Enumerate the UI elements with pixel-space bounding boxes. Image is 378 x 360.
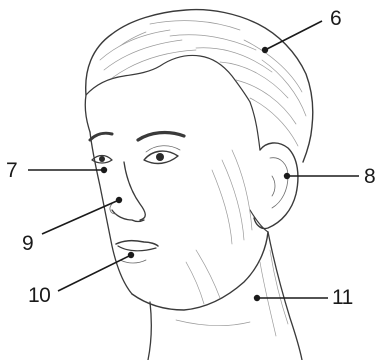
label-9: 9 [22,233,33,254]
label-6: 6 [330,8,341,29]
leader-10 [58,255,131,291]
leader-6 [265,21,322,50]
label-11: 11 [332,287,353,308]
marker-7 [101,167,107,173]
leader-9 [42,200,119,234]
label-8: 8 [364,166,375,187]
label-7: 7 [6,160,17,181]
marker-8 [284,173,290,179]
marker-6 [262,47,268,53]
marker-10 [128,252,134,258]
label-10: 10 [28,285,50,306]
marker-9 [116,197,122,203]
marker-11 [254,295,260,301]
